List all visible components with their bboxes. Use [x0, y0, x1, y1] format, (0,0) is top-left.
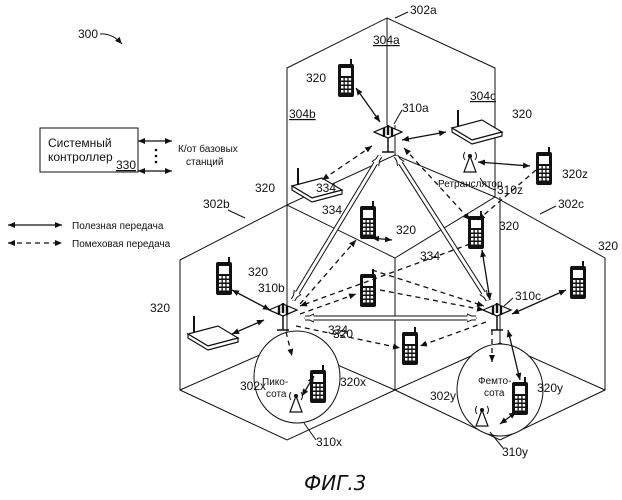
terminal-label: 320 — [150, 301, 170, 315]
figure-reference-arrow — [100, 34, 122, 44]
terminal-label: 320 — [255, 181, 275, 195]
terminal-label: 320 — [306, 71, 326, 85]
terminal-320z-icon — [536, 147, 552, 185]
to-from-label-line1: К/от базовых — [178, 143, 238, 155]
terminal-320z-label: 320z — [562, 167, 588, 181]
cell-label-302a: 302a — [410, 3, 437, 17]
base-station-310c-icon — [483, 303, 511, 330]
terminal-label: 320 — [396, 223, 416, 237]
base-station-310a-icon — [374, 125, 402, 152]
femto-label-line1: Фемто- — [478, 376, 511, 387]
pico-cell-302x-label: 302x — [240, 379, 266, 393]
terminal-label: 320 — [512, 107, 532, 121]
terminal-320x-icon — [310, 365, 326, 403]
terminal-icon — [570, 261, 586, 299]
terminal-320y-icon — [512, 377, 528, 415]
sector-label-304b: 304b — [289, 107, 316, 121]
sector-label-304c: 304c — [470, 89, 496, 103]
terminal-label: 320 — [499, 219, 519, 233]
legend-interference-label: Помеховая передача — [72, 239, 171, 250]
base-station-310c-label: 310c — [515, 289, 541, 303]
base-station-310b-icon — [269, 303, 297, 330]
base-station-310b-label: 310b — [258, 281, 285, 295]
terminal-320y-label: 320y — [537, 381, 563, 395]
terminal-icon — [338, 59, 354, 97]
cell-label-302c: 302c — [558, 197, 584, 211]
relay-label: Ретранслятор — [438, 179, 503, 190]
femto-label-line2: сота — [484, 388, 505, 399]
pico-station-310x-label: 310x — [316, 435, 342, 449]
terminal-label: 320 — [598, 239, 618, 253]
terminal-label: 320 — [248, 265, 268, 279]
base-station-310a-label: 310a — [402, 101, 429, 115]
relay-310z-icon — [464, 152, 477, 172]
figure-caption: ФИГ.3 — [304, 471, 366, 495]
terminal-320x-label: 320x — [340, 375, 366, 389]
legend: Полезная передача Помеховая передача — [8, 221, 171, 250]
backhaul-label-ab: 334 — [322, 203, 342, 217]
terminal-icon — [216, 257, 232, 295]
cell-label-302b: 302b — [203, 197, 230, 211]
to-from-label-line2: станций — [186, 157, 223, 168]
legend-useful-label: Полезная передача — [72, 221, 164, 232]
terminal-icon — [468, 211, 484, 249]
terminal-icon — [360, 269, 376, 307]
backhaul-label-bc: 334 — [328, 323, 348, 337]
femto-cell-302y-label: 302y — [430, 389, 456, 403]
figure-reference-label: 300 — [78, 27, 98, 41]
femto-station-310y-label: 310y — [502, 445, 528, 459]
system-controller-line1: Системный — [48, 136, 112, 150]
system-controller-line2: контроллер — [48, 150, 113, 164]
sector-label-304a: 304a — [373, 33, 400, 47]
access-point-cell-b-icon — [188, 316, 238, 350]
terminal-icon — [360, 201, 376, 239]
terminal-icon — [402, 327, 418, 365]
system-controller-ref: 330 — [116, 158, 136, 172]
pico-label-line2: сота — [266, 389, 287, 400]
backhaul-label-b-upper: 334 — [316, 181, 336, 195]
